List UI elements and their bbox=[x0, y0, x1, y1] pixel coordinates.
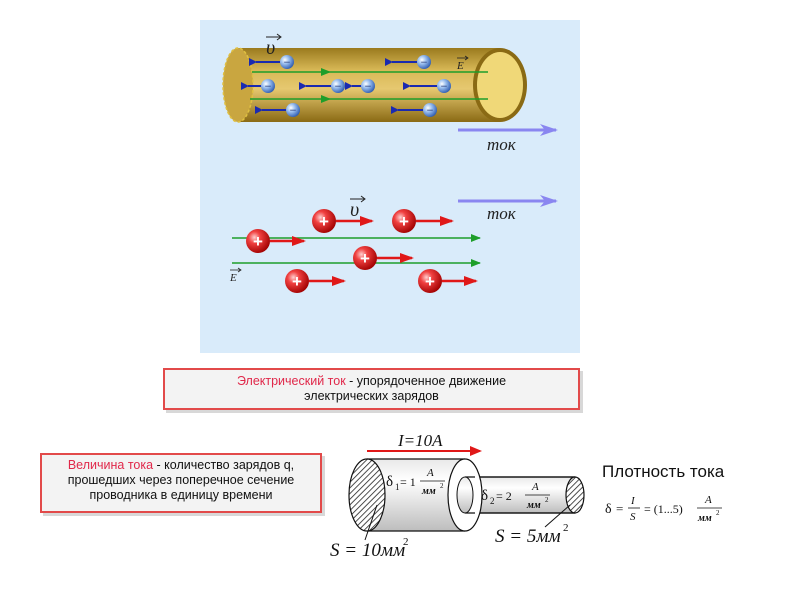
svg-text:δ: δ bbox=[605, 502, 612, 517]
electron: − bbox=[241, 79, 275, 93]
svg-text:А: А bbox=[704, 494, 712, 506]
electron-sign: − bbox=[335, 79, 342, 93]
field-symbol-bottom: E bbox=[229, 267, 242, 284]
electron-sign: − bbox=[427, 103, 434, 117]
proton: + bbox=[392, 209, 454, 233]
definition-magnitude-line3: проводника в единицу времени bbox=[89, 488, 273, 502]
electrons: − − − − − − − bbox=[241, 55, 451, 117]
current-value-label: I=10A bbox=[397, 431, 443, 450]
electron-sign: − bbox=[365, 79, 372, 93]
cross-section-small bbox=[565, 476, 585, 514]
svg-text:1: 1 bbox=[395, 482, 400, 492]
electron: − bbox=[391, 103, 437, 117]
svg-text:2: 2 bbox=[440, 482, 444, 490]
density-formula: δ = I S = (1...5) А мм 2 bbox=[605, 494, 722, 524]
svg-text:= (1...5): = (1...5) bbox=[644, 502, 683, 516]
definition-magnitude-rest: - количество зарядов q, bbox=[153, 458, 295, 472]
svg-text:А: А bbox=[531, 481, 539, 493]
definition-current-line2: электрических зарядов bbox=[304, 389, 439, 403]
proton-sign: + bbox=[360, 249, 370, 268]
svg-text:2: 2 bbox=[716, 509, 720, 517]
svg-text:υ: υ bbox=[266, 37, 275, 59]
definition-magnitude-box: Величина тока - количество зарядов q, пр… bbox=[40, 453, 322, 513]
svg-text:2: 2 bbox=[403, 536, 409, 548]
svg-text:δ: δ bbox=[386, 474, 393, 490]
electron-sign: − bbox=[265, 79, 272, 93]
proton: + bbox=[353, 246, 414, 270]
conductor-figure: I=10A δ 1 = 1 А мм 2 δ bbox=[330, 431, 585, 561]
proton: + bbox=[246, 229, 306, 253]
svg-text:υ: υ bbox=[350, 199, 359, 221]
velocity-symbol-bottom: υ bbox=[350, 195, 366, 221]
svg-text:E: E bbox=[456, 60, 464, 72]
definition-current-rest: - упорядоченное движение bbox=[345, 374, 507, 388]
svg-text:I: I bbox=[630, 495, 636, 507]
proton: + bbox=[312, 209, 374, 233]
svg-text:А: А bbox=[426, 467, 434, 479]
proton: + bbox=[418, 269, 478, 293]
area-small-label: S = 5мм 2 bbox=[495, 522, 569, 547]
electron-sign: − bbox=[421, 55, 428, 69]
svg-text:E: E bbox=[229, 272, 237, 284]
proton-sign: + bbox=[425, 272, 435, 291]
electron: − bbox=[249, 55, 294, 69]
svg-text:мм: мм bbox=[526, 500, 541, 511]
svg-text:S = 10мм: S = 10мм bbox=[330, 540, 405, 561]
proton-sign: + bbox=[399, 212, 409, 231]
definition-current-line1: Электрический ток - упорядоченное движен… bbox=[165, 374, 578, 389]
svg-text:2: 2 bbox=[490, 496, 495, 506]
svg-text:S: S bbox=[630, 511, 636, 523]
electron: − bbox=[403, 79, 451, 93]
proton: + bbox=[285, 269, 346, 293]
electron: − bbox=[385, 55, 431, 69]
electron: − bbox=[299, 79, 345, 93]
delta2-formula: δ 2 = 2 А мм 2 bbox=[481, 481, 550, 511]
svg-text:δ: δ bbox=[481, 488, 488, 504]
proton-sign: + bbox=[292, 272, 302, 291]
svg-text:=: = bbox=[616, 501, 623, 516]
electron: − bbox=[255, 103, 300, 117]
density-title: Плотность тока bbox=[602, 462, 725, 481]
definition-current-box: Электрический ток - упорядоченное движен… bbox=[163, 368, 580, 410]
delta1-formula: δ 1 = 1 А мм 2 bbox=[386, 467, 445, 497]
field-symbol-top: E bbox=[456, 55, 469, 72]
cross-section-large bbox=[348, 458, 386, 532]
term-current-magnitude: Величина тока bbox=[67, 458, 154, 472]
positive-charges: + + + + + + bbox=[246, 209, 478, 293]
electron-sign: − bbox=[290, 103, 297, 117]
svg-text:2: 2 bbox=[545, 496, 549, 504]
electron-sign: − bbox=[441, 79, 448, 93]
field-lines-metal bbox=[250, 68, 488, 103]
svg-text:мм: мм bbox=[697, 513, 712, 524]
svg-text:2: 2 bbox=[563, 522, 569, 534]
definition-magnitude-line2: прошедших через поперечное сечение bbox=[67, 473, 295, 487]
term-electric-current: Электрический ток bbox=[236, 374, 346, 388]
electron: − bbox=[345, 79, 375, 93]
svg-text:= 1: = 1 bbox=[400, 475, 416, 489]
svg-text:мм: мм bbox=[421, 486, 436, 497]
current-label-2: ток bbox=[487, 204, 517, 223]
definition-magnitude-line1: Величина тока - количество зарядов q, bbox=[42, 458, 320, 473]
electron-sign: − bbox=[284, 55, 291, 69]
svg-text:S = 5мм: S = 5мм bbox=[495, 526, 561, 547]
svg-text:= 2: = 2 bbox=[496, 489, 512, 503]
area-large-label: S = 10мм 2 bbox=[330, 536, 409, 561]
velocity-symbol-top: υ bbox=[266, 33, 282, 59]
proton-sign: + bbox=[319, 212, 329, 231]
current-label-1: ток bbox=[487, 135, 517, 154]
proton-sign: + bbox=[253, 232, 263, 251]
